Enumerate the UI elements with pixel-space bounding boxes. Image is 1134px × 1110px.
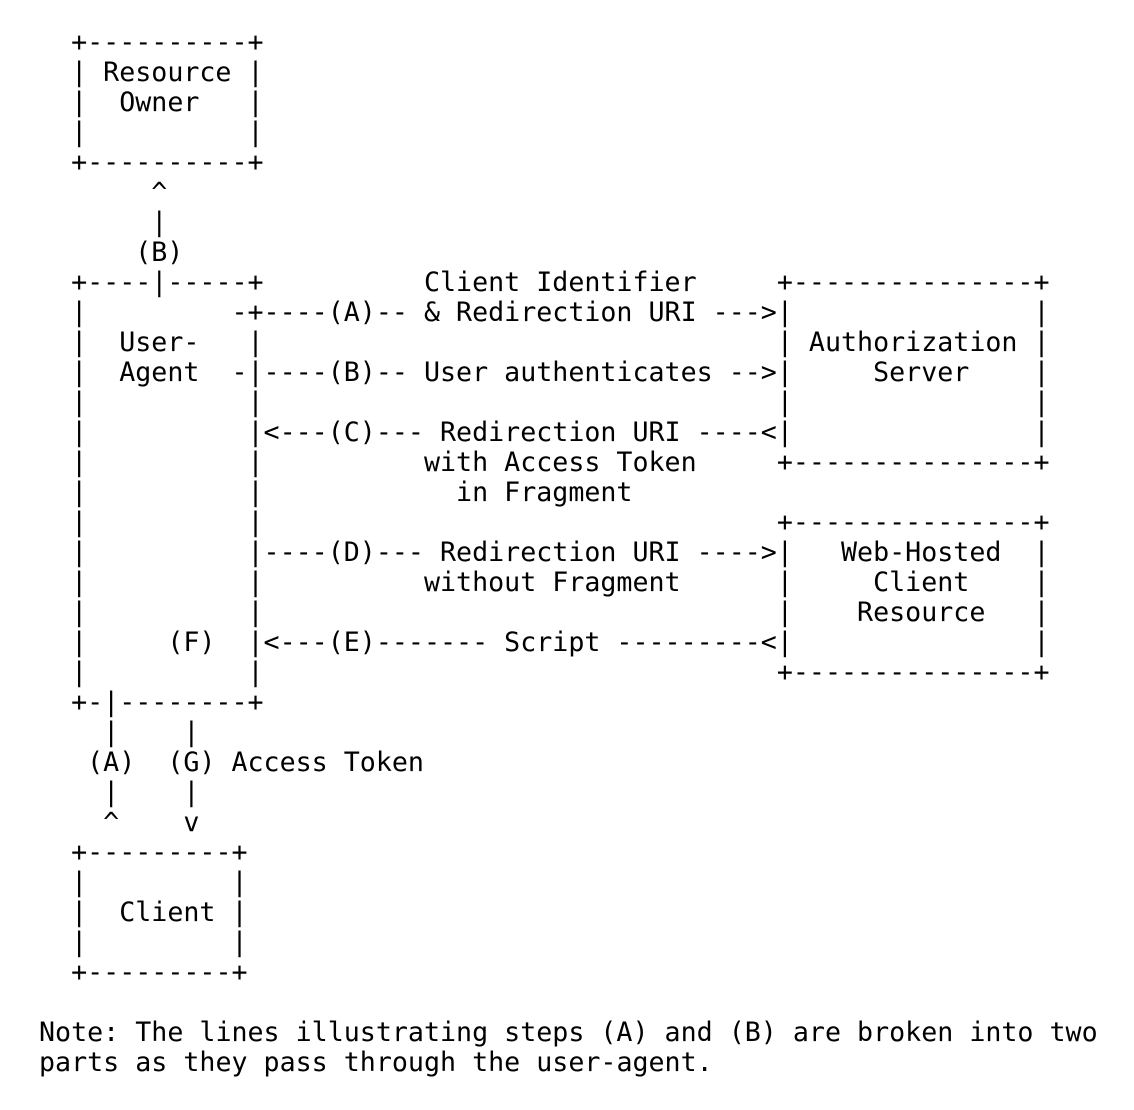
diagram-line-34: Note: The lines illustrating steps (A) a… (39, 1017, 1098, 1048)
diagram-line-13: | | | | (39, 387, 1050, 418)
diagram-line-15: | | with Access Token +---------------+ (39, 447, 1050, 478)
diagram-line-3: | Owner | (39, 87, 264, 118)
diagram-line-18: | |----(D)--- Redirection URI ---->| Web… (39, 537, 1050, 568)
diagram-line-30: | Client | (39, 897, 248, 928)
diagram-line-27: ^ v (39, 807, 199, 838)
diagram-line-20: | | | Resource | (39, 597, 1050, 628)
diagram-line-9: +----|-----+ Client Identifier +--------… (39, 267, 1050, 298)
diagram-line-32: +---------+ (39, 957, 248, 988)
diagram-line-5: +----------+ (39, 147, 264, 178)
diagram-line-21: | (F) |<---(E)------- Script ---------<|… (39, 627, 1050, 658)
diagram-line-1: +----------+ (39, 27, 264, 58)
diagram-line-28: +---------+ (39, 837, 248, 868)
diagram-line-35: parts as they pass through the user-agen… (39, 1047, 713, 1078)
diagram-line-31: | | (39, 927, 248, 958)
diagram-line-22: | | +---------------+ (39, 657, 1050, 688)
diagram-line-10: | -+----(A)-- & Redirection URI --->| | (39, 297, 1050, 328)
diagram-line-16: | | in Fragment (39, 477, 632, 508)
diagram-line-11: | User- | | Authorization | (39, 327, 1050, 358)
diagram-line-7: | (39, 207, 167, 238)
diagram-line-6: ^ (39, 177, 167, 208)
diagram-line-4: | | (39, 117, 264, 148)
diagram-line-12: | Agent -|----(B)-- User authenticates -… (39, 357, 1050, 388)
diagram-line-14: | |<---(C)--- Redirection URI ----<| | (39, 417, 1050, 448)
diagram-line-19: | | without Fragment | Client | (39, 567, 1050, 598)
diagram-line-25: (A) (G) Access Token (39, 747, 424, 778)
diagram-line-17: | | +---------------+ (39, 507, 1050, 538)
diagram-line-24: | | (39, 717, 199, 748)
diagram-line-29: | | (39, 867, 248, 898)
diagram-line-2: | Resource | (39, 57, 264, 88)
diagram-line-26: | | (39, 777, 199, 808)
diagram-line-23: +-|--------+ (39, 687, 264, 718)
diagram-line-8: (B) (39, 237, 183, 268)
